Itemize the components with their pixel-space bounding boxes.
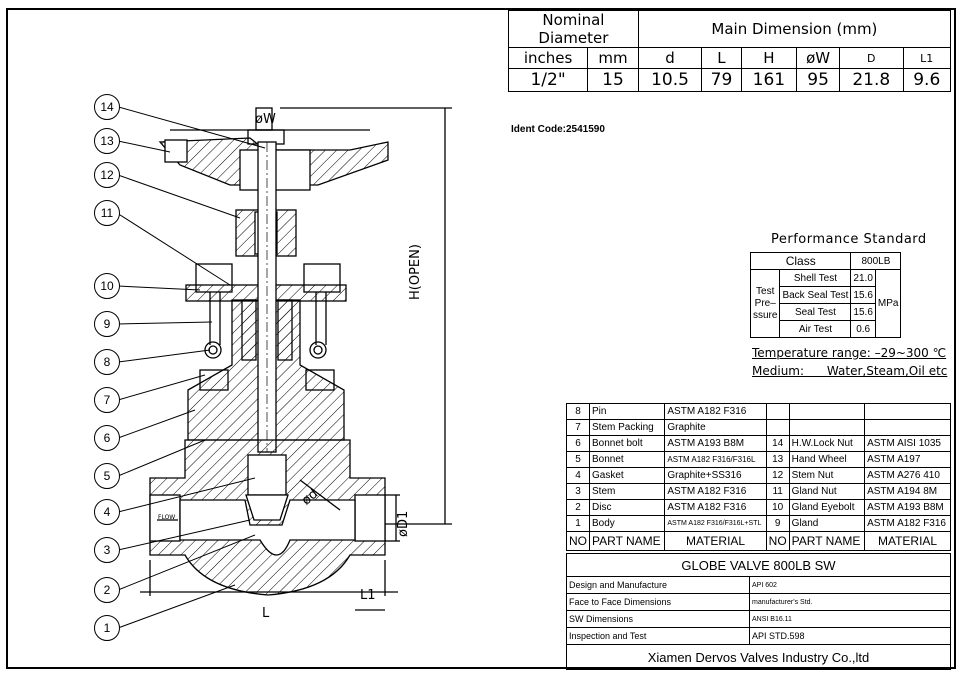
val-mm: 15 <box>587 68 639 92</box>
callout-13: 13 <box>94 128 120 154</box>
class-label: Class <box>749 252 852 270</box>
col-w: øW <box>796 47 841 69</box>
dim-d1-label: øD1 <box>396 510 411 537</box>
dim-h-label: H(OPEN) <box>408 244 423 300</box>
callout-4: 4 <box>94 499 120 525</box>
test-name: Seal Test <box>779 303 852 321</box>
callout-3: 3 <box>94 537 120 563</box>
test-name: Shell Test <box>779 269 852 287</box>
drawing-frame <box>6 8 956 669</box>
col-inches: inches <box>507 47 589 69</box>
dim-l1-label: L1 <box>360 588 376 603</box>
col-l1: L1 <box>902 47 951 69</box>
stem <box>257 141 277 453</box>
col-h: H <box>740 47 798 69</box>
title-block: GLOBE VALVE 800LB SW Design and Manufact… <box>566 553 951 670</box>
callout-8: 8 <box>94 349 120 375</box>
callout-5: 5 <box>94 463 120 489</box>
val-D: 21.8 <box>839 68 904 92</box>
drawing-title: GLOBE VALVE 800LB SW <box>566 553 951 577</box>
callout-10: 10 <box>94 273 120 299</box>
col-d: d <box>637 47 703 69</box>
dim-w-label: øW <box>255 112 276 127</box>
test-value: 0.6 <box>850 320 876 338</box>
callout-9: 9 <box>94 311 120 337</box>
col-mm: mm <box>587 47 639 69</box>
dimension-table: Nominal Diameter Main Dimension (mm) inc… <box>507 10 952 92</box>
val-h: 161 <box>740 68 798 92</box>
callout-1: 1 <box>94 615 120 641</box>
callout-12: 12 <box>94 162 120 188</box>
temperature-range: Temperature range: –29~300 ℃ <box>752 346 947 360</box>
test-value: 21.0 <box>850 269 876 287</box>
val-w: 95 <box>796 68 841 92</box>
company-name: Xiamen Dervos Valves Industry Co.,ltd <box>566 644 951 670</box>
main-dimension-header: Main Dimension (mm) <box>637 10 952 48</box>
performance-table: Class 800LB Test Pre– ssure Shell Test 2… <box>749 252 902 338</box>
dim-l-label: L <box>262 606 270 621</box>
val-inches: 1/2" <box>507 68 589 92</box>
test-pressure-label: Test Pre– ssure <box>749 269 781 338</box>
col-D: D <box>839 47 904 69</box>
flow-label: FLOW <box>158 514 176 521</box>
val-l: 79 <box>701 68 742 92</box>
test-name: Back Seal Test <box>779 286 852 304</box>
class-value: 800LB <box>850 252 902 270</box>
callout-2: 2 <box>94 577 120 603</box>
test-value: 15.6 <box>850 286 876 304</box>
nominal-diameter-header: Nominal Diameter <box>508 10 639 48</box>
performance-title: Performance Standard <box>771 232 927 247</box>
pressure-unit: MPa <box>874 269 902 338</box>
ident-code: Ident Code:2541590 <box>511 124 605 135</box>
callout-14: 14 <box>94 94 120 120</box>
medium-line: Medium: Water,Steam,Oil etc <box>752 364 948 378</box>
callout-6: 6 <box>94 425 120 451</box>
val-d: 10.5 <box>637 68 703 92</box>
callout-7: 7 <box>94 387 120 413</box>
callout-11: 11 <box>94 200 120 226</box>
col-l: L <box>701 47 742 69</box>
val-l1: 9.6 <box>902 68 951 92</box>
test-name: Air Test <box>779 320 852 338</box>
test-value: 15.6 <box>850 303 876 321</box>
